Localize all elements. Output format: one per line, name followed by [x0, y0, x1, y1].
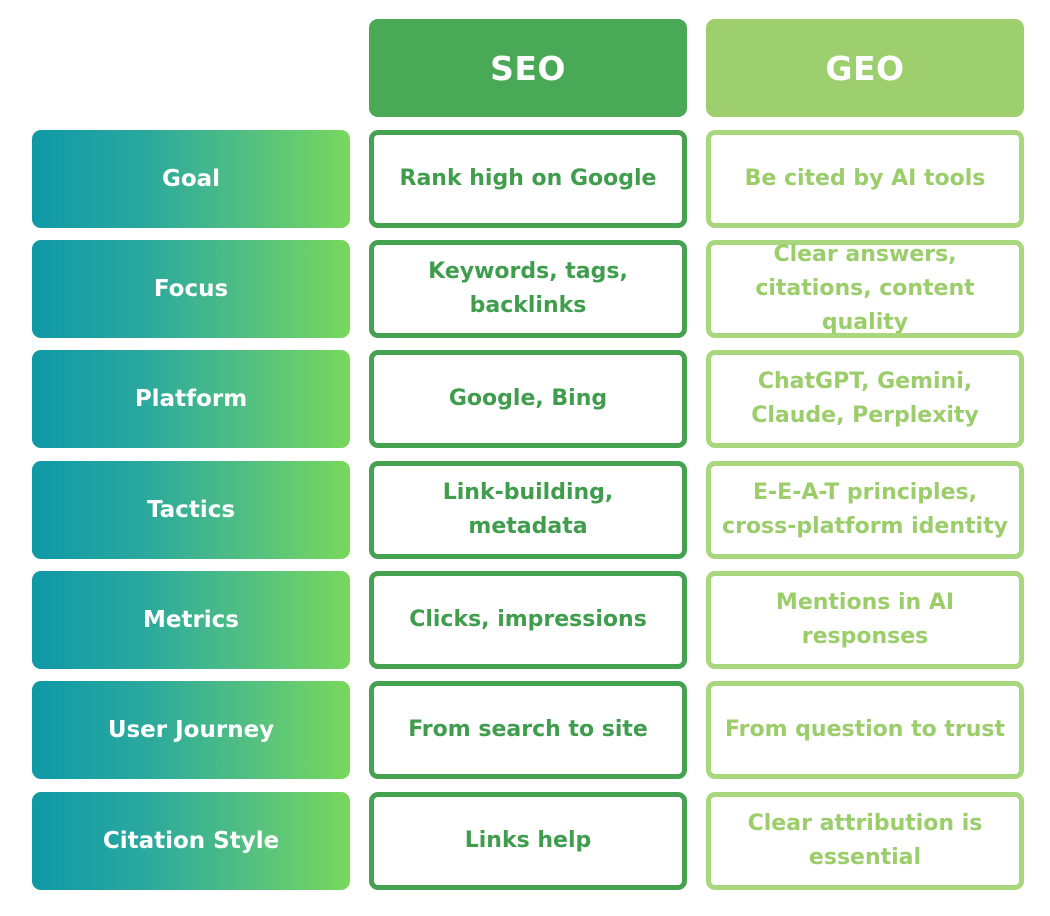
row-label-focus: Focus — [32, 240, 350, 338]
seo-column-header: SEO — [369, 19, 687, 117]
geo-cell-text: E-E-A-T principles, cross-platform ident… — [722, 480, 1008, 539]
seo-cell-text: Link-building, metadata — [442, 480, 614, 539]
seo-cell-text: Rank high on Google — [399, 166, 657, 191]
geo-cell-platform: ChatGPT, Gemini, Claude, Perplexity — [706, 350, 1024, 448]
seo-cell-goal: Rank high on Google — [369, 130, 687, 228]
seo-cell-text: From search to site — [408, 717, 648, 742]
geo-column-header: GEO — [706, 19, 1024, 117]
geo-cell-text: ChatGPT, Gemini, Claude, Perplexity — [751, 369, 979, 428]
seo-cell-metrics: Clicks, impressions — [369, 571, 687, 669]
seo-cell-tactics: Link-building, metadata — [369, 461, 687, 559]
row-label-citation-style: Citation Style — [32, 792, 350, 890]
row-label-metrics: Metrics — [32, 571, 350, 669]
row-label-tactics: Tactics — [32, 461, 350, 559]
seo-cell-focus: Keywords, tags, backlinks — [369, 240, 687, 338]
seo-cell-text: Google, Bing — [448, 386, 608, 411]
row-label-platform: Platform — [32, 350, 350, 448]
geo-cell-text: From question to trust — [724, 717, 1006, 742]
seo-cell-text: Links help — [464, 828, 592, 853]
geo-cell-text: Be cited by AI tools — [744, 166, 986, 191]
geo-cell-metrics: Mentions in AI responses — [706, 571, 1024, 669]
geo-cell-tactics: E-E-A-T principles, cross-platform ident… — [706, 461, 1024, 559]
seo-cell-platform: Google, Bing — [369, 350, 687, 448]
row-label-goal: Goal — [32, 130, 350, 228]
geo-cell-citation-style: Clear attribution is essential — [706, 792, 1024, 890]
geo-cell-goal: Be cited by AI tools — [706, 130, 1024, 228]
seo-cell-text: Clicks, impressions — [409, 607, 647, 632]
seo-cell-citation-style: Links help — [369, 792, 687, 890]
geo-cell-user-journey: From question to trust — [706, 681, 1024, 779]
geo-cell-text: Clear attribution is essential — [747, 811, 983, 870]
row-label-user-journey: User Journey — [32, 681, 350, 779]
geo-cell-focus: Clear answers, citations, content qualit… — [706, 240, 1024, 338]
geo-cell-text: Clear answers, citations, content qualit… — [755, 242, 975, 335]
seo-cell-text: Keywords, tags, backlinks — [428, 259, 628, 318]
seo-cell-user-journey: From search to site — [369, 681, 687, 779]
geo-cell-text: Mentions in AI responses — [775, 590, 955, 649]
